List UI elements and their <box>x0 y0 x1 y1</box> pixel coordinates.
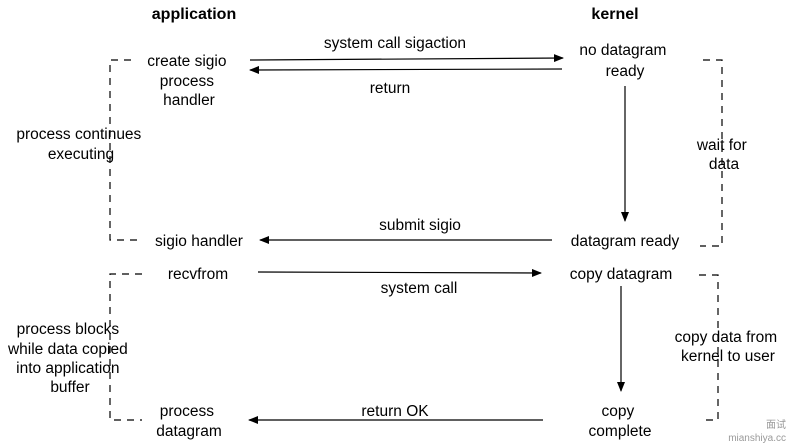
process-blocks-bracket <box>109 273 142 421</box>
copy-data-label: copy data from kernel to user <box>675 329 782 365</box>
process-continues-bracket <box>109 59 142 241</box>
no-datagram-ready-label: no datagram ready <box>579 42 670 80</box>
process-datagram-label: process datagram <box>156 403 221 440</box>
application-header: application <box>152 6 236 23</box>
copy-complete-label: copy complete <box>589 403 652 440</box>
datagram-ready-label: datagram ready <box>571 233 680 250</box>
return-ok-arrow-label: return OK <box>361 403 429 420</box>
watermark-bottom: mianshiya.cc <box>728 433 786 443</box>
sigio-handler-label: sigio handler <box>155 233 243 250</box>
return-arrow <box>249 65 563 74</box>
copy-datagram-label: copy datagram <box>570 266 673 283</box>
kernel-header: kernel <box>591 6 638 23</box>
system-call-arrow-label: system call <box>381 280 458 297</box>
process-blocks-label: process blocks while data copied into ap… <box>7 321 132 396</box>
sigaction-arrow-label: system call sigaction <box>324 35 466 52</box>
sigaction-arrow <box>249 54 564 63</box>
watermark-top: 面试 <box>766 418 786 431</box>
return-arrow-label: return <box>370 80 411 97</box>
copy-data-bracket <box>699 274 719 421</box>
submit-sigio-arrow-label: submit sigio <box>379 217 461 234</box>
wait-for-data-label: wait for data <box>696 137 751 173</box>
recvfrom-label: recvfrom <box>168 266 228 283</box>
create-sigio-handler-label: create sigio process handler <box>147 53 231 109</box>
process-continues-label: process continues executing <box>16 126 145 163</box>
system-call-arrow <box>257 268 542 277</box>
